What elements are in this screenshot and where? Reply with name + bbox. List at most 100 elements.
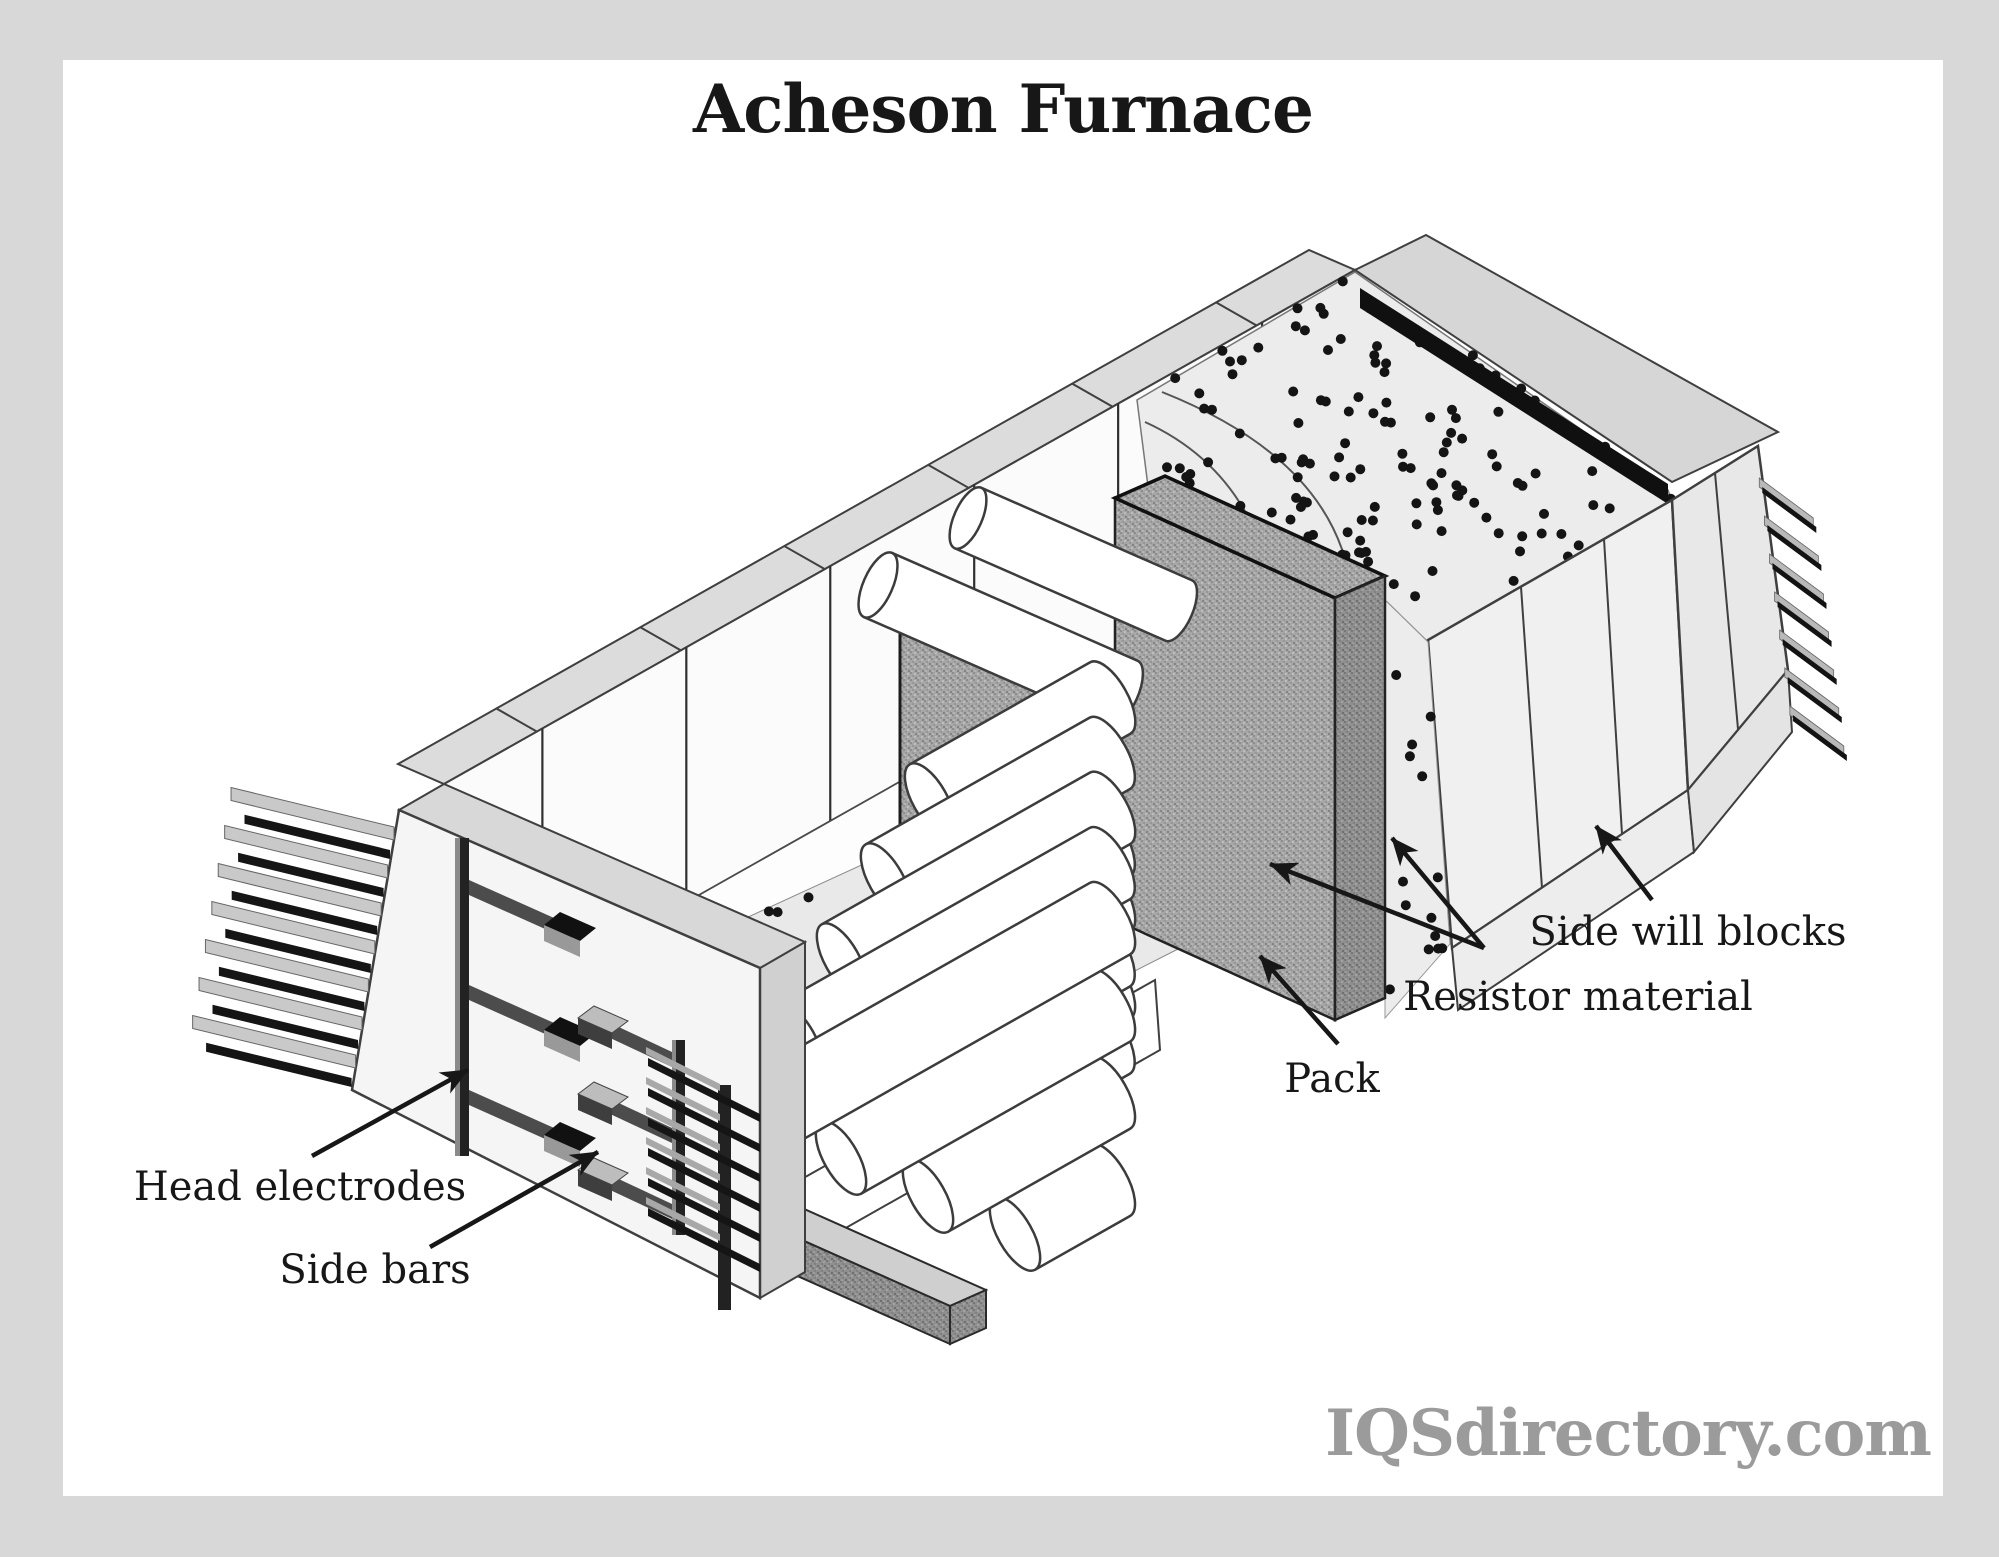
charge-dot [1379, 367, 1390, 378]
side-bar-gray [646, 1107, 720, 1151]
charge-dot [1288, 386, 1299, 397]
charge-dot [1368, 408, 1379, 419]
watermark: IQSdirectory.com [1325, 1396, 1932, 1471]
electrode-cap-front [578, 1094, 612, 1125]
block-division-line-3 [1714, 472, 1739, 730]
charge-dot [1436, 526, 1447, 537]
charge-dot [1515, 546, 1525, 557]
charge-dot [1451, 480, 1462, 491]
charge-dot [1162, 462, 1172, 473]
charge-dot [1355, 464, 1366, 475]
charge-dot [1493, 528, 1504, 539]
charge-dot [1369, 501, 1380, 512]
block-base-course-right [1686, 667, 1794, 855]
charge-dot [1587, 466, 1598, 477]
pack-label: Pack [1284, 1056, 1380, 1102]
charge-dot [1447, 404, 1457, 415]
head-electrodes-label: Head electrodes [134, 1164, 466, 1210]
head-comb-bar-gray [211, 900, 376, 955]
charge-dot [1337, 276, 1348, 287]
resistor-material-arrow-2 [1390, 836, 1486, 950]
charge-dot [1253, 342, 1264, 353]
head-comb-bar-gray [192, 1014, 357, 1069]
charge-dot [1372, 341, 1382, 352]
right-coping-band [1353, 233, 1781, 484]
charge-dot [1234, 428, 1245, 439]
head-comb-bar-black [238, 852, 384, 897]
top-cylinder-end [948, 486, 988, 550]
floor-dot [763, 906, 774, 917]
gap-dot [1398, 876, 1408, 887]
charge-dot [1170, 373, 1181, 384]
side-will-blocks-label: Side will blocks [1529, 909, 1846, 955]
side-bar-black [648, 1058, 760, 1122]
charge-dot [1199, 403, 1210, 414]
charge-dot [1457, 433, 1468, 444]
gap-dot [1407, 739, 1418, 750]
side-bar-gray [646, 1197, 720, 1241]
head-comb-bar-gray [198, 976, 363, 1031]
side-bars-arrow [428, 1150, 600, 1249]
gap-dot [1425, 711, 1436, 722]
head-comb-bar-black [231, 890, 378, 935]
charge-dot [1588, 500, 1599, 511]
end-comb-bar-black [1787, 677, 1842, 723]
charge-dot [1388, 579, 1399, 590]
charge-dot [1345, 472, 1356, 483]
callouts: Head electrodes Side bars Pack Resistor … [134, 824, 1847, 1293]
head-comb-bar-black [206, 1042, 352, 1087]
gap-dot [1384, 984, 1395, 995]
charge-dot [1441, 437, 1452, 448]
charge-dot [1450, 413, 1461, 424]
side-bar-gray [646, 1167, 720, 1211]
charge-dot [1431, 497, 1442, 508]
end-electrode-combs [1758, 477, 1847, 761]
charge-dot [1291, 492, 1302, 503]
charge-dot [1411, 519, 1422, 530]
charge-dot [1290, 321, 1301, 332]
charge-dot [1556, 529, 1567, 539]
head-comb-bar-black [212, 1004, 358, 1049]
charge-dot [1604, 503, 1615, 514]
end-comb-bar-black [1777, 601, 1832, 647]
charge-dot [1340, 438, 1351, 449]
charge-dot [1343, 406, 1354, 417]
electrode-cap-top [544, 1017, 596, 1046]
charge-dot [1293, 418, 1304, 428]
electrode-cap-front [578, 1170, 612, 1201]
charge-dot [1266, 507, 1277, 518]
side-bar-black [648, 1148, 760, 1212]
charge-dot [1426, 478, 1437, 489]
electrode-cap-front [578, 1018, 612, 1049]
coping-joint-lines [495, 301, 1258, 733]
gap-dot [1417, 771, 1428, 782]
electrode-arm [608, 1098, 672, 1143]
head-comb-bar-gray [204, 938, 369, 993]
charge-dot [1295, 502, 1306, 512]
gap-dot [1391, 670, 1402, 680]
gap-dot [1432, 872, 1443, 883]
charge-dot [1411, 498, 1422, 509]
end-comb-bar-black [1782, 639, 1837, 685]
electrode-cap-front [544, 1030, 580, 1062]
pack-arrow [1258, 954, 1340, 1046]
charge-dot [1432, 505, 1443, 516]
charge-dot [1517, 531, 1528, 542]
side-bar-black [648, 1208, 760, 1272]
charge-dot [1438, 447, 1449, 458]
charge-dot [1487, 449, 1498, 460]
pack-cylinders [727, 486, 1199, 1272]
head-comb-bar-gray [217, 862, 382, 917]
charge-dot [1436, 468, 1447, 479]
base-beam-end [949, 1288, 987, 1346]
side-bar-gray [646, 1077, 720, 1121]
charge-dot [1369, 350, 1380, 361]
charge-dot [1481, 512, 1492, 523]
charge-dot [1323, 345, 1333, 355]
side-bar-black [648, 1118, 760, 1182]
charge-dot [1203, 457, 1214, 468]
charge-dot [1236, 355, 1247, 366]
charge-dot [1493, 406, 1504, 417]
block-division-line-2 [1603, 538, 1623, 835]
end-comb-bar-black [1772, 563, 1827, 609]
